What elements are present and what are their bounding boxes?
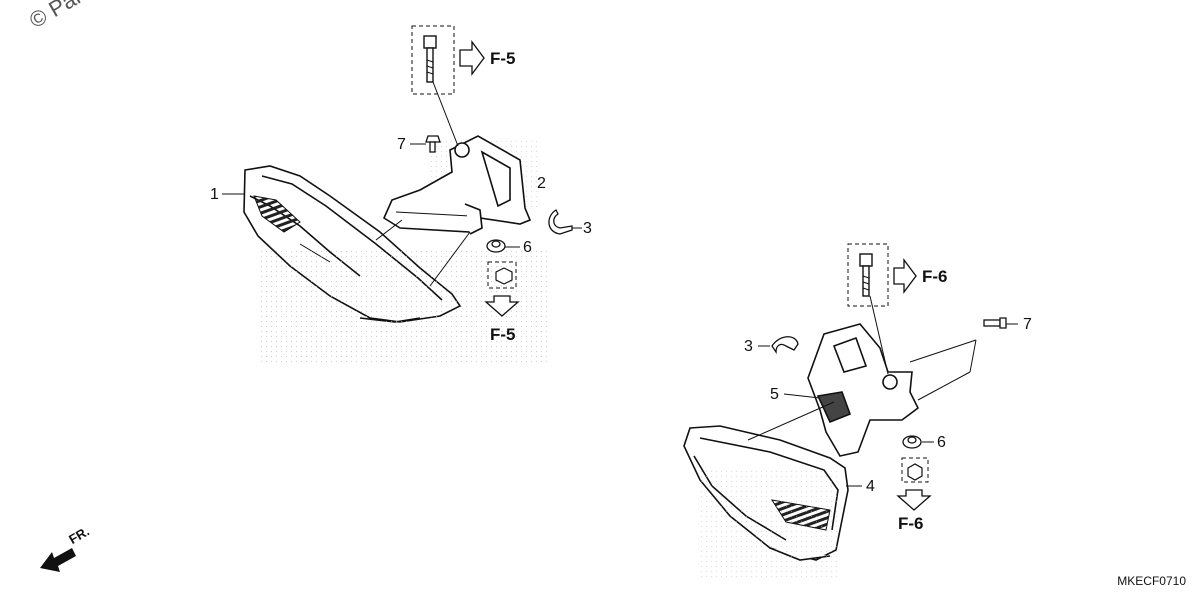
- callout-5-leader: [783, 393, 821, 399]
- left-lens-to-bracket-line: [375, 219, 403, 241]
- left-light-bracket: [382, 135, 532, 235]
- ref-f6-top[interactable]: F-6: [922, 267, 948, 286]
- left-clip-3: [548, 209, 573, 235]
- right-bolt-leader: [869, 295, 889, 375]
- left-nut: [495, 267, 513, 285]
- diagram-code: MKECF0710: [1117, 574, 1186, 588]
- left-mounting-bolt: [423, 35, 437, 83]
- f5-bottom-arrow-icon: [484, 295, 520, 317]
- callout-2[interactable]: 2: [537, 175, 546, 192]
- f5-top-arrow-icon: [459, 40, 485, 76]
- right-screw-7: [983, 317, 1007, 329]
- left-grommet-6: [486, 239, 506, 253]
- right-light-bracket: [807, 323, 920, 457]
- callout-5[interactable]: 5: [770, 386, 779, 403]
- right-mounting-bolt: [859, 253, 873, 297]
- ref-f6-bottom[interactable]: F-6: [898, 514, 924, 533]
- f6-bottom-arrow-icon: [896, 489, 932, 511]
- right-screw-leader-3: [917, 371, 971, 401]
- f6-bottom-nut-box: [901, 457, 929, 483]
- callout-1[interactable]: 1: [210, 186, 219, 203]
- f5-top-bolt-box: [411, 25, 455, 95]
- ref-f5-top[interactable]: F-5: [490, 49, 516, 68]
- right-clip-3: [771, 336, 799, 355]
- ref-f5-bottom[interactable]: F-5: [490, 325, 516, 344]
- right-lens-to-bracket-line: [747, 401, 835, 441]
- right-screw-leader-1: [909, 339, 977, 363]
- left-bolt-leader: [432, 81, 459, 147]
- callout-7a[interactable]: 7: [397, 136, 406, 153]
- front-direction-arrow-icon: [40, 548, 76, 572]
- left-lens-to-bracket-line-2: [429, 231, 471, 287]
- right-screw-leader-2: [969, 339, 977, 373]
- right-nut: [907, 463, 923, 481]
- f6-top-bolt-box: [847, 243, 889, 307]
- callout-6b[interactable]: 6: [937, 434, 946, 451]
- f5-bottom-nut-box: [487, 261, 517, 289]
- callout-7b[interactable]: 7: [1023, 316, 1032, 333]
- f6-top-arrow-icon: [893, 258, 917, 294]
- callout-3b[interactable]: 3: [744, 338, 753, 355]
- callout-6a[interactable]: 6: [523, 239, 532, 256]
- left-screw-7: [425, 135, 441, 153]
- right-texture-shading: [700, 470, 840, 580]
- callout-4[interactable]: 4: [866, 478, 875, 495]
- callout-3a[interactable]: 3: [583, 220, 592, 237]
- right-grommet-6: [902, 435, 922, 449]
